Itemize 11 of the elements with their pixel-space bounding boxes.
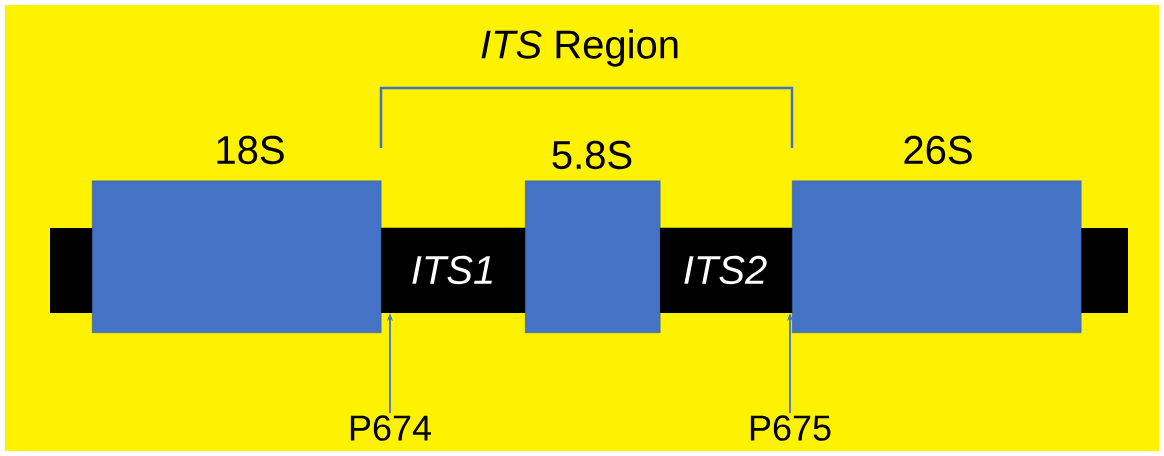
node-label: 18S (217, 135, 284, 165)
gene-box: 5.8S (525, 140, 661, 333)
gene-box: 26S (792, 135, 1082, 333)
primer-label: P675 (750, 415, 831, 441)
spacer-segment: ITS1 (381, 227, 526, 313)
node-label: 26S (904, 135, 972, 165)
gene-box: 18S (92, 135, 382, 333)
primer-label: P674 (350, 415, 431, 441)
title: ITS Region (481, 29, 678, 67)
spacer-segment: ITS2 (660, 227, 793, 313)
node-label: 5.8S (552, 140, 632, 170)
